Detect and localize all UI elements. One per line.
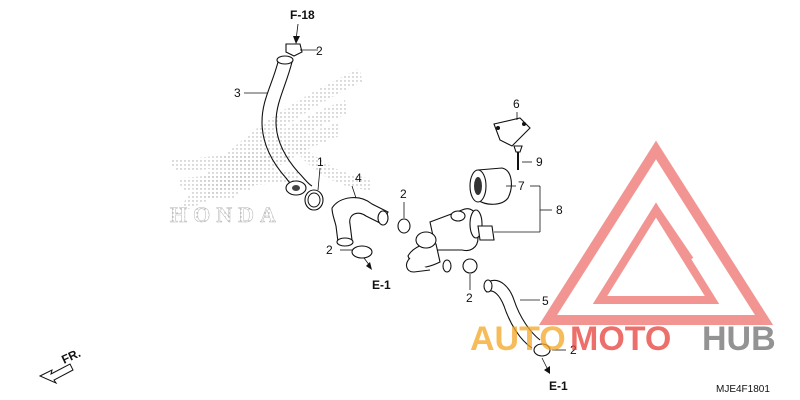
callout-4: 4: [355, 171, 362, 185]
honda-logo-text: HONDA: [170, 202, 282, 227]
callout-7: 7: [518, 179, 525, 193]
callout-8: 8: [556, 203, 563, 217]
leader-7-8: [494, 185, 552, 233]
callout-5: 5: [542, 294, 549, 308]
callout-2-mid: 2: [400, 187, 407, 201]
part-3-hose: [261, 55, 313, 196]
callout-2-left: 2: [326, 243, 333, 257]
part-2-clamp-lower: [462, 258, 478, 290]
watermark-auto: AUTO: [470, 320, 566, 358]
callout-2-lower: 2: [466, 291, 473, 305]
part-2-clamp-left: [340, 245, 373, 270]
watermark-text: AUTO MOTO HUB: [470, 320, 776, 358]
front-direction-icon: FR.: [38, 346, 83, 385]
callout-3: 3: [234, 86, 241, 100]
callout-2-top: 2: [316, 44, 323, 58]
part-6-bracket: [493, 112, 531, 147]
part-2-clamp-mid: [397, 202, 411, 234]
part-5-hose: [483, 279, 541, 349]
part-8-air-valve: [405, 208, 495, 273]
part-4-elbow-hose: [331, 185, 389, 247]
watermark-hub: HUB: [702, 320, 776, 358]
reference-e1-left: E-1: [372, 278, 391, 292]
part-1-clamp: [304, 167, 324, 211]
callout-9: 9: [536, 155, 543, 169]
part-9-bolt: [513, 145, 532, 170]
part-7-sleeve: [469, 167, 512, 205]
reference-f18: F-18: [290, 8, 315, 22]
diagram-code: MJE4F1801: [716, 384, 770, 395]
reference-e1-right: E-1: [549, 379, 568, 393]
part-2-clamp-bottom: [533, 343, 566, 374]
front-direction-label: FR.: [59, 346, 82, 367]
part-2-clip-top: [285, 43, 318, 57]
watermark-moto: MOTO: [570, 320, 671, 358]
callout-2-bottom: 2: [570, 343, 577, 357]
callout-6: 6: [513, 97, 520, 111]
watermark-triangle: [538, 140, 774, 325]
honda-wing-logo: HONDA: [170, 68, 370, 227]
f18-arrow: [293, 23, 300, 44]
callout-1: 1: [317, 155, 324, 169]
